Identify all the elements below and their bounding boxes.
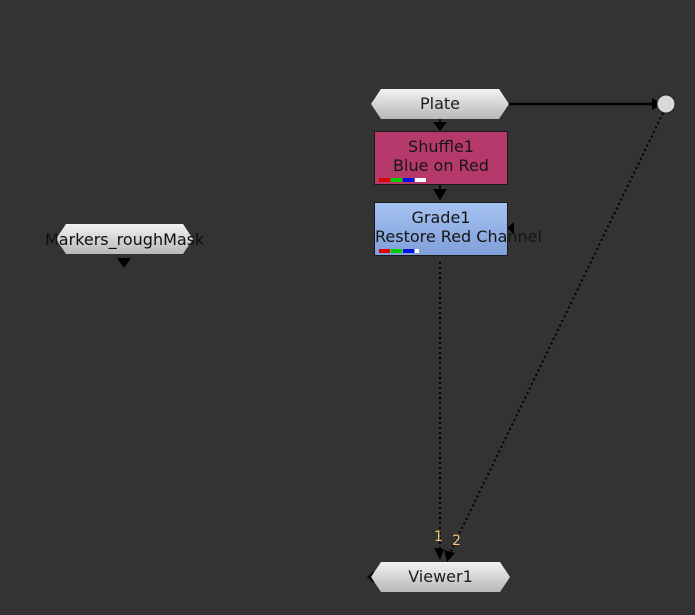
grade-node-subtitle: Restore Red Channel xyxy=(375,227,542,246)
grade-node[interactable]: Grade1 Restore Red Channel xyxy=(374,202,542,256)
viewer-node[interactable]: Viewer1 xyxy=(371,562,510,592)
markers-output-arrow xyxy=(117,258,131,268)
markers-roughmask-node[interactable] xyxy=(56,224,193,254)
plate-node[interactable]: Plate xyxy=(371,89,509,119)
plate-node-label: Plate xyxy=(419,94,460,113)
grade-node-title: Grade1 xyxy=(411,208,471,227)
viewer-input1-arrow xyxy=(434,548,444,560)
shuffle-node[interactable]: Shuffle1 Blue on Red xyxy=(374,131,508,185)
grade-channel-chips xyxy=(379,249,420,253)
shuffle-channel-chips xyxy=(379,178,427,182)
dot-node[interactable] xyxy=(656,94,676,114)
viewer-input-1-label: 1 xyxy=(434,529,443,545)
plate-to-shuffle-arrow xyxy=(433,122,447,131)
viewer-input2-arrow xyxy=(444,550,455,562)
dot-to-viewer-wire[interactable] xyxy=(449,112,664,554)
grade-mask-input-arrow xyxy=(507,222,514,234)
viewer-input-2-label: 2 xyxy=(452,533,461,549)
markers-roughmask-label: Markers_roughMask xyxy=(45,230,205,249)
shuffle-to-grade-arrow xyxy=(433,189,447,200)
viewer-left-input-arrow xyxy=(367,571,374,583)
shuffle-node-subtitle: Blue on Red xyxy=(393,156,489,175)
shuffle-node-title: Shuffle1 xyxy=(408,137,474,156)
viewer-node-label: Viewer1 xyxy=(408,567,473,586)
